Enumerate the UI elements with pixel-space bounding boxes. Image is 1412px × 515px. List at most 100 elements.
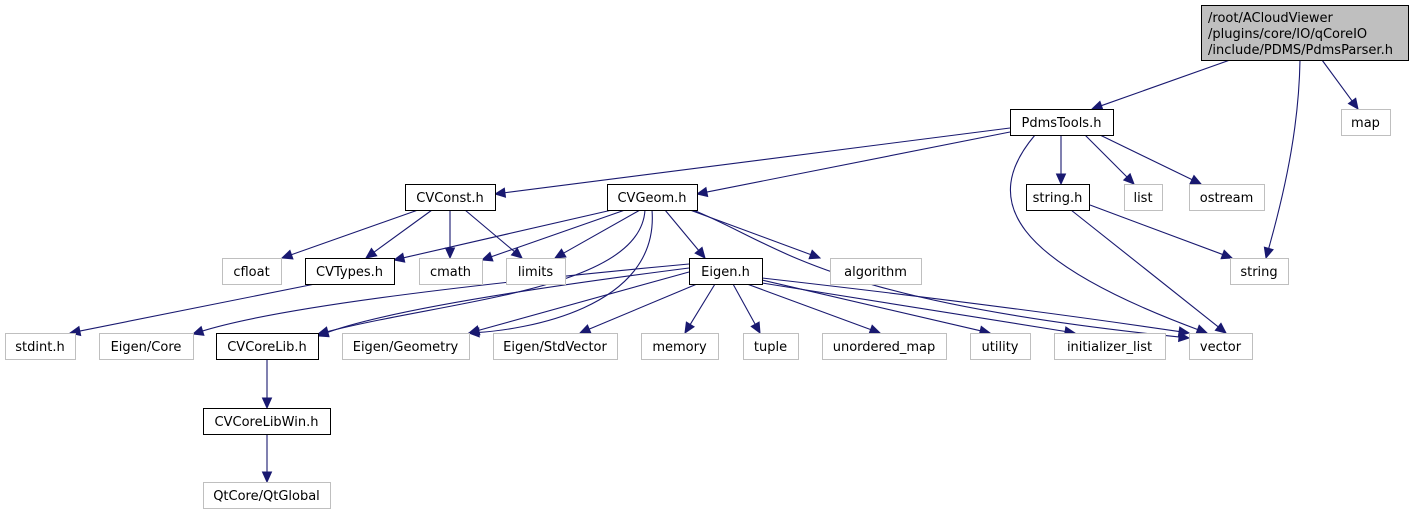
edge-line xyxy=(746,283,873,331)
edge-line xyxy=(489,209,626,258)
node-label: CVTypes.h xyxy=(316,265,383,280)
node-box xyxy=(5,333,76,360)
node-label: memory xyxy=(652,340,707,355)
node-label: limits xyxy=(518,265,554,280)
edge-stringh-to-string xyxy=(1089,204,1234,260)
edge-PdmsTools-to-vector xyxy=(1010,134,1209,335)
node-box xyxy=(203,482,331,509)
node-box xyxy=(506,258,566,285)
node-label: QtCore/QtGlobal xyxy=(213,489,320,504)
node-label: CVGeom.h xyxy=(617,191,686,206)
node-box xyxy=(830,258,922,285)
node-algorithm: algorithm xyxy=(830,258,922,285)
edge-CVGeom-to-cmath xyxy=(480,209,626,262)
node-box xyxy=(970,333,1031,360)
edge-line xyxy=(77,283,316,332)
node-box xyxy=(1010,109,1114,136)
node-utility: utility xyxy=(970,333,1031,360)
node-box xyxy=(1201,5,1409,61)
edge-line xyxy=(761,277,1182,333)
edge-line xyxy=(704,131,1011,193)
edge-line xyxy=(476,209,653,334)
edge-line xyxy=(1070,209,1221,329)
node-box xyxy=(1189,184,1265,211)
node-box xyxy=(1341,109,1391,136)
arrowhead-icon xyxy=(1220,249,1234,260)
edge-line xyxy=(732,283,757,327)
edge-Eigen-to-CVCoreLib xyxy=(316,267,690,338)
node-label: string.h xyxy=(1033,191,1083,206)
node-box xyxy=(689,258,763,285)
edge-line xyxy=(561,209,641,255)
node-CVCoreLibWin[interactable]: CVCoreLibWin.h xyxy=(203,408,331,435)
edge-Eigen-to-EigenCore xyxy=(191,263,690,336)
arrowhead-icon xyxy=(467,325,481,336)
edge-PdmsTools-to-list xyxy=(1084,134,1135,185)
node-box xyxy=(743,333,799,360)
node-stringh[interactable]: string.h xyxy=(1026,184,1090,211)
edge-PdmsTools-to-CVConst xyxy=(493,127,1011,198)
node-list: list xyxy=(1124,184,1163,211)
node-label: CVCoreLibWin.h xyxy=(215,415,319,430)
edge-line xyxy=(325,209,646,333)
edge-line xyxy=(1267,59,1301,251)
arrowhead-icon xyxy=(261,471,273,484)
arrowhead-icon xyxy=(392,252,406,263)
edge-CVGeom-to-CVTypes xyxy=(392,209,613,263)
node-label: stdint.h xyxy=(15,340,64,355)
edge-line xyxy=(1099,59,1231,107)
node-PdmsTools[interactable]: PdmsTools.h xyxy=(1010,109,1114,136)
edge-PdmsTools-to-stringh xyxy=(1055,135,1067,186)
arrowhead-icon xyxy=(316,327,330,338)
edge-line xyxy=(476,271,690,332)
arrowhead-icon xyxy=(868,324,882,335)
edge-Eigen-to-vector xyxy=(761,277,1191,337)
node-EigenGeometry: Eigen/Geometry xyxy=(342,333,470,360)
node-box xyxy=(641,333,719,360)
arrowhead-icon xyxy=(1263,246,1274,260)
node-label: Eigen/StdVector xyxy=(503,340,607,355)
edge-CVConst-to-CVTypes xyxy=(365,209,433,259)
node-label: Eigen.h xyxy=(701,265,750,280)
edge-PdmsTools-to-ostream xyxy=(1099,134,1203,185)
edge-line xyxy=(372,209,433,254)
node-label: cmath xyxy=(430,265,471,280)
node-label: initializer_list xyxy=(1067,340,1152,355)
node-label: PdmsTools.h xyxy=(1022,116,1102,131)
node-label: cfloat xyxy=(233,265,269,280)
edge-line xyxy=(587,283,698,331)
node-label: unordered_map xyxy=(833,340,936,355)
edge-line xyxy=(1089,204,1225,256)
node-stdint: stdint.h xyxy=(5,333,76,360)
edge-CVCoreLibWin-to-QtGlobal xyxy=(261,434,273,484)
arrowhead-icon xyxy=(1347,97,1359,110)
arrowhead-icon xyxy=(1055,173,1067,186)
node-CVConst[interactable]: CVConst.h xyxy=(405,184,496,211)
edge-line xyxy=(289,209,419,256)
node-CVGeom[interactable]: CVGeom.h xyxy=(607,184,698,211)
edge-CVConst-to-cmath xyxy=(444,210,456,260)
arrowhead-icon xyxy=(1177,326,1191,337)
edge-line xyxy=(200,263,690,333)
edge-line xyxy=(325,267,690,334)
node-box xyxy=(1189,333,1253,360)
arrowhead-icon xyxy=(493,187,507,198)
node-label-line: /root/ACloudViewer xyxy=(1208,11,1333,26)
arrowhead-icon xyxy=(553,248,567,259)
node-Eigen[interactable]: Eigen.h xyxy=(689,258,763,285)
node-root[interactable]: /root/ACloudViewer/plugins/core/IO/qCore… xyxy=(1201,5,1409,61)
node-box xyxy=(342,333,470,360)
arrowhead-icon xyxy=(444,247,456,260)
arrowhead-icon xyxy=(684,321,695,335)
arrowhead-icon xyxy=(1214,322,1227,334)
node-box xyxy=(1026,184,1090,211)
node-label: map xyxy=(1351,116,1380,131)
node-box xyxy=(822,333,947,360)
edge-root-to-string xyxy=(1263,59,1301,260)
node-CVTypes[interactable]: CVTypes.h xyxy=(305,258,395,285)
arrowhead-icon xyxy=(694,246,706,259)
node-EigenStdVector: Eigen/StdVector xyxy=(493,333,618,360)
node-label: utility xyxy=(982,340,1019,355)
node-CVCoreLib[interactable]: CVCoreLib.h xyxy=(216,333,319,360)
